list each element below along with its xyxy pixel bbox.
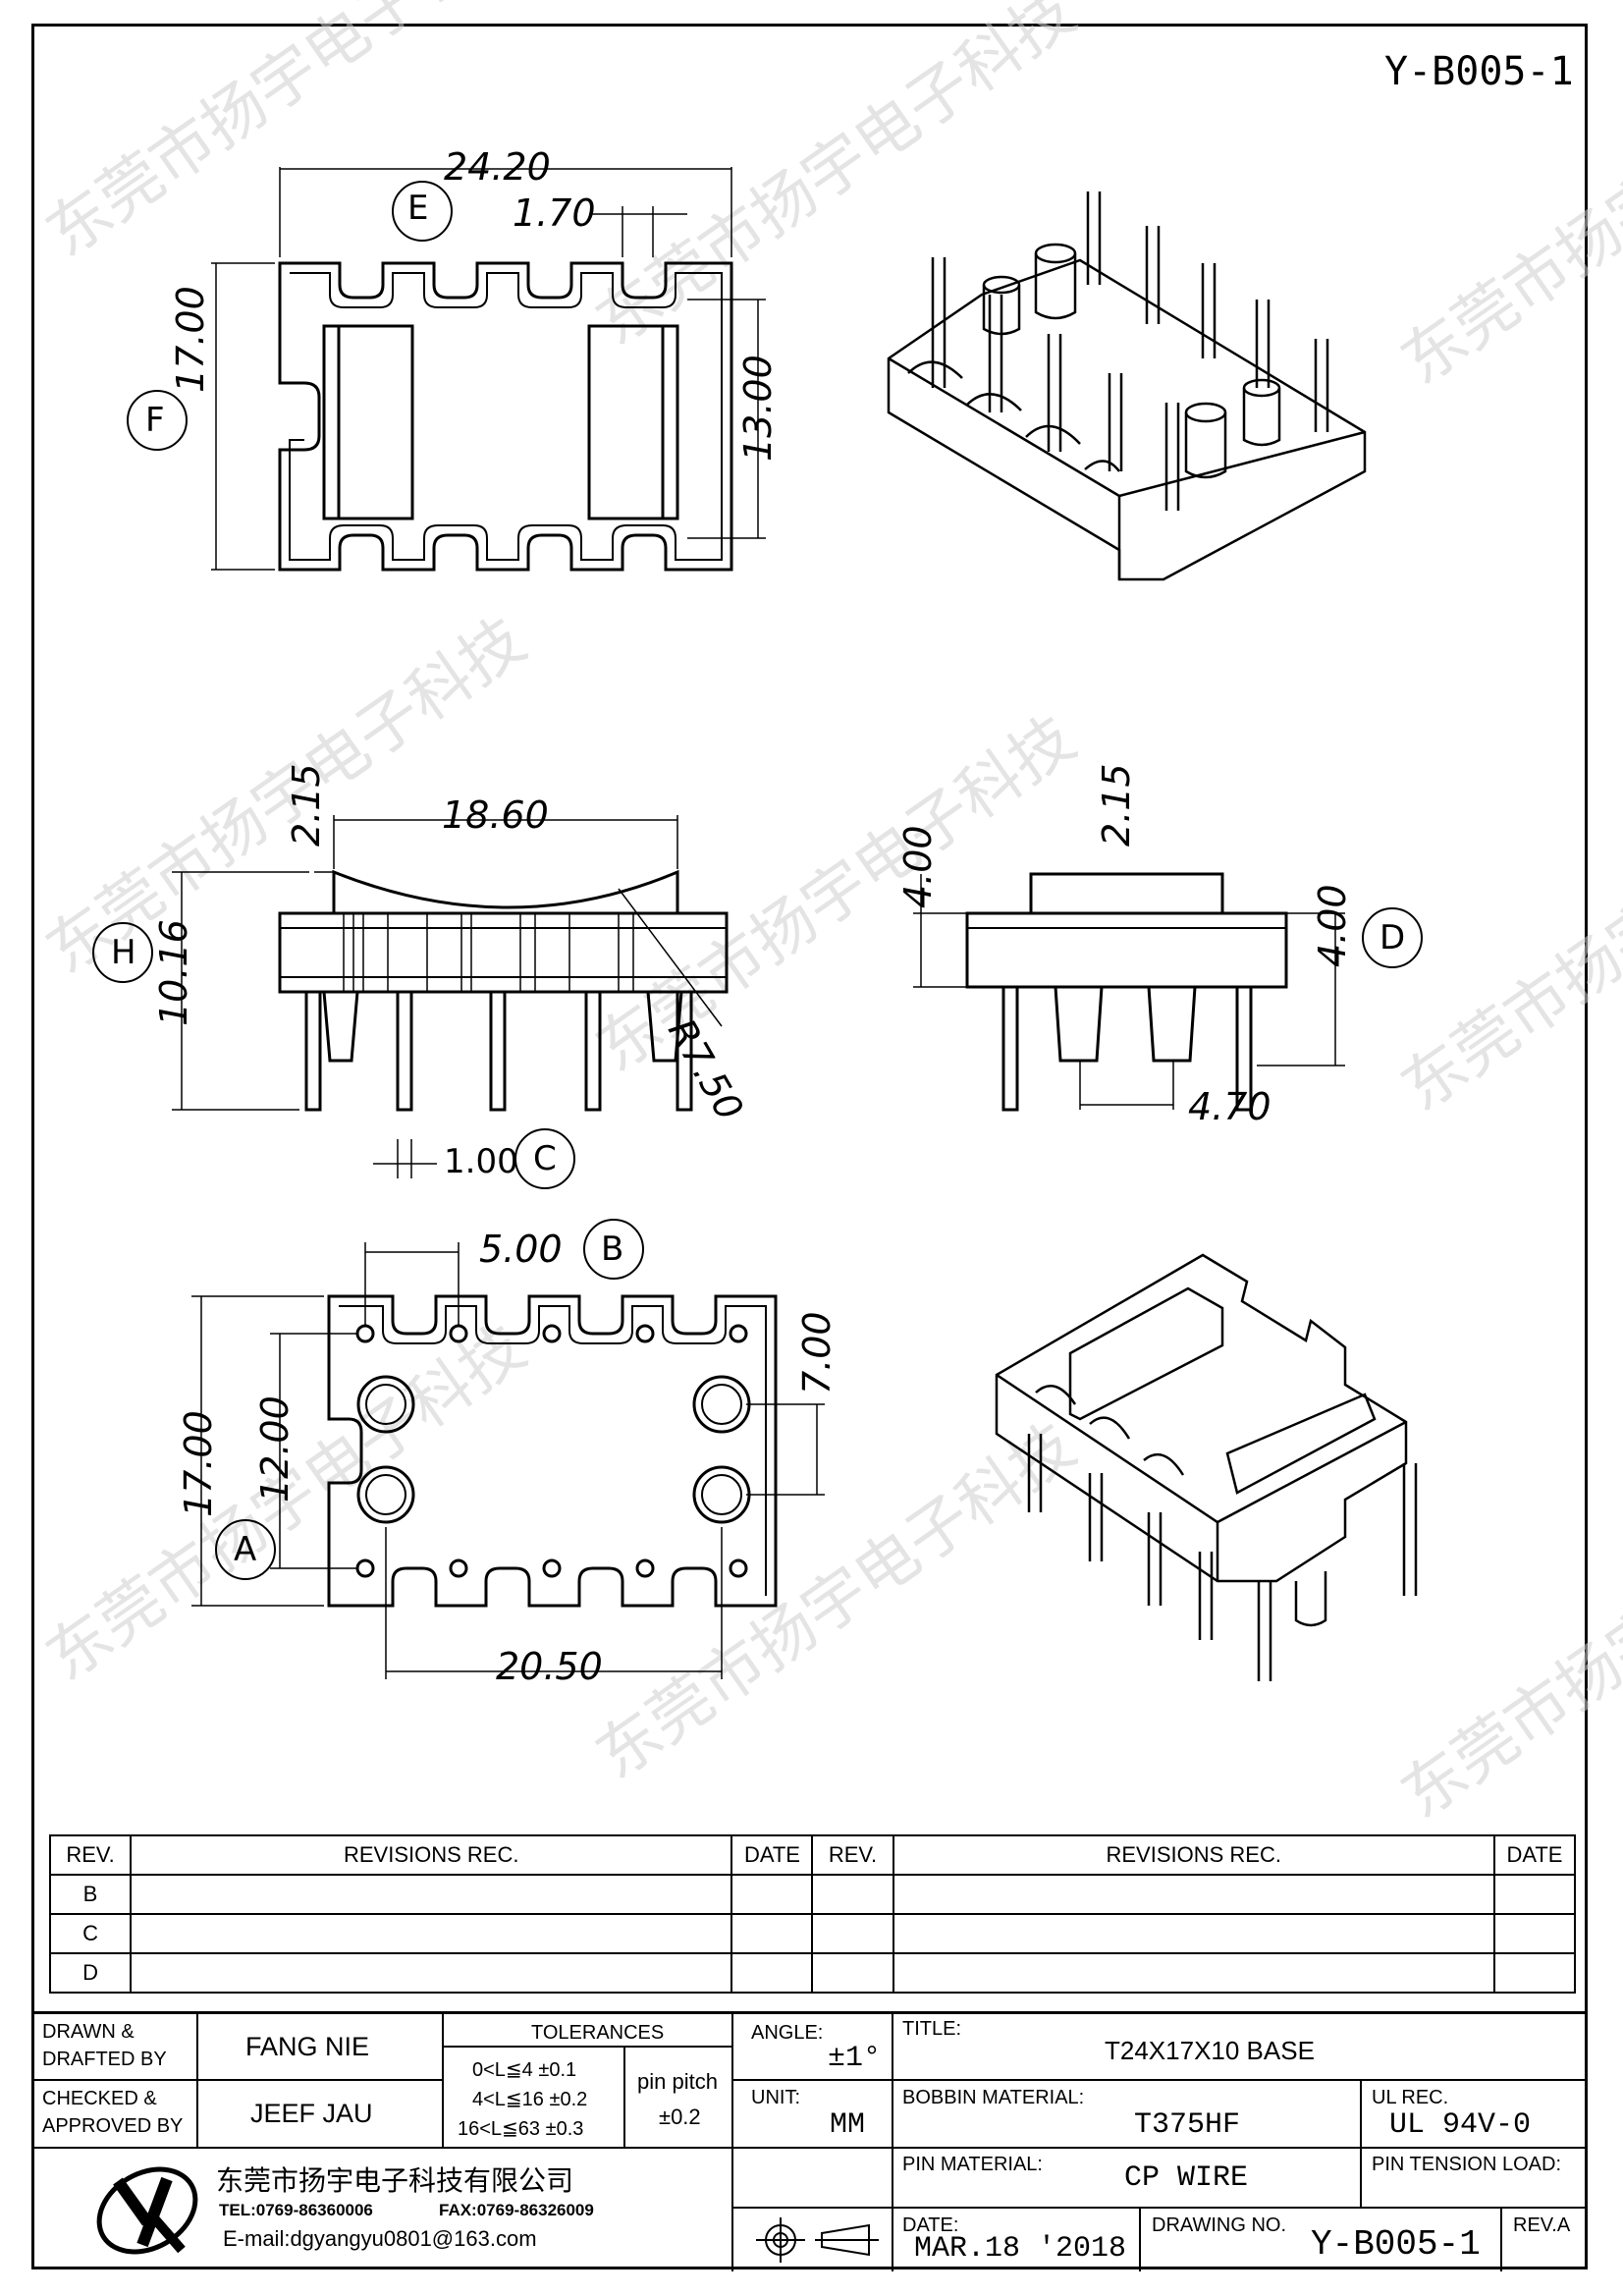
drawing-id: Y-B005-1 [1384,49,1574,94]
dim-post-span: 7.00 [795,1311,839,1394]
top-view [127,167,766,572]
dim-height: 10.16 [152,919,195,1026]
balloon-f: F [145,401,165,440]
bobbin-value: T375HF [1134,2108,1241,2142]
balloon-a: A [234,1530,257,1569]
date-label: DATE: [902,2214,959,2236]
bobbin-label: BOBBIN MATERIAL: [902,2087,1085,2108]
rev-header: REV. [48,1834,133,1876]
rev-rec-header: REVISIONS REC. [892,1834,1495,1876]
drawing-no-value: Y-B005-1 [1311,2224,1481,2265]
dim-end-h2: 4.00 [1311,884,1354,967]
dim-side-width: 18.60 [442,793,549,837]
dim-post-pitch: 4.70 [1188,1085,1271,1128]
rev-label: REV.A [1513,2214,1571,2236]
company-fax: FAX:0769-86326009 [439,2201,594,2219]
iso-view-top [887,191,1367,581]
tol-2: 4<L≦16 ±0.2 [472,2089,588,2110]
pin-material-label: PIN MATERIAL: [902,2154,1043,2175]
title-block: DRAWN & DRAFTED BY FANG NIE CHECKED & AP… [34,2011,1586,2271]
dim-inner-depth: 13.00 [736,355,780,462]
drawing-sheet [31,24,1588,2269]
angle-label: ANGLE: [751,2022,824,2044]
pin-pitch-value: ±0.2 [659,2105,701,2129]
rev-row-label: C [48,1913,133,1954]
rev-row-label: B [48,1874,133,1915]
title-value: T24X17X10 BASE [1105,2036,1315,2065]
dim-bottom-depth: 17.00 [177,1410,220,1517]
pin-tension-label: PIN TENSION LOAD: [1372,2154,1562,2175]
unit-value: MM [830,2108,866,2142]
bottom-view [191,1219,825,1679]
tolerances-label: TOLERANCES [531,2022,665,2044]
rev-row-label: D [48,1952,133,1994]
balloon-h: H [111,933,136,972]
company-logo-icon [96,2166,198,2255]
balloon-d: D [1380,918,1406,957]
title-label: TITLE: [902,2018,962,2040]
revisions-table: REV. REVISIONS REC. DATE REV. REVISIONS … [48,1834,1577,1994]
angle-value: ±1° [828,2042,882,2075]
side-view [92,815,729,1189]
company-email: E-mail:dgyangyu0801@163.com [223,2226,537,2251]
projection-symbol-icon [756,2217,879,2263]
rev-date-header: DATE [1492,1834,1577,1876]
dim-end-flange: 2.15 [1095,763,1138,847]
dim-pin-dia: 1.00 [444,1142,518,1181]
balloon-c: C [533,1139,557,1178]
dim-bottom-inner: 12.00 [253,1395,297,1503]
dim-end-h1: 4.00 [896,825,940,908]
tol-3: 16<L≦63 ±0.3 [458,2118,584,2140]
dim-flange: 2.15 [285,763,328,847]
technical-drawing [92,167,1423,1681]
balloon-b: B [601,1230,624,1269]
tol-1: 0<L≦4 ±0.1 [472,2059,577,2081]
checked-value: JEEF JAU [250,2099,373,2128]
checked-label: CHECKED & APPROVED BY [42,2088,184,2137]
pin-pitch-label: pin pitch [637,2069,718,2094]
drawing-no-label: DRAWING NO. [1152,2214,1287,2236]
ul-label: UL REC. [1372,2087,1449,2108]
rev-rec-header: REVISIONS REC. [130,1834,733,1876]
dim-bottom-width: 20.50 [496,1645,603,1688]
ul-value: UL 94V-0 [1389,2108,1532,2142]
rev-header: REV. [811,1834,894,1876]
end-view [913,872,1423,1112]
iso-view-bottom [995,1253,1418,1681]
dim-top-width: 24.20 [444,145,551,189]
drawn-value: FANG NIE [245,2032,370,2061]
dim-overall-depth: 17.00 [169,286,212,393]
dim-slot-width: 1.70 [513,191,596,235]
pin-material-value: CP WIRE [1124,2161,1249,2195]
company-name: 东莞市扬宇电子科技有限公司 [216,2164,574,2197]
company-tel: TEL:0769-86360006 [219,2201,373,2219]
drawn-label: DRAWN & DRAFTED BY [42,2021,167,2070]
unit-label: UNIT: [751,2087,800,2108]
dim-pin-pitch: 5.00 [479,1228,563,1271]
date-value: MAR.18 '2018 [914,2232,1127,2266]
rev-date-header: DATE [730,1834,814,1876]
balloon-e: E [407,189,429,228]
